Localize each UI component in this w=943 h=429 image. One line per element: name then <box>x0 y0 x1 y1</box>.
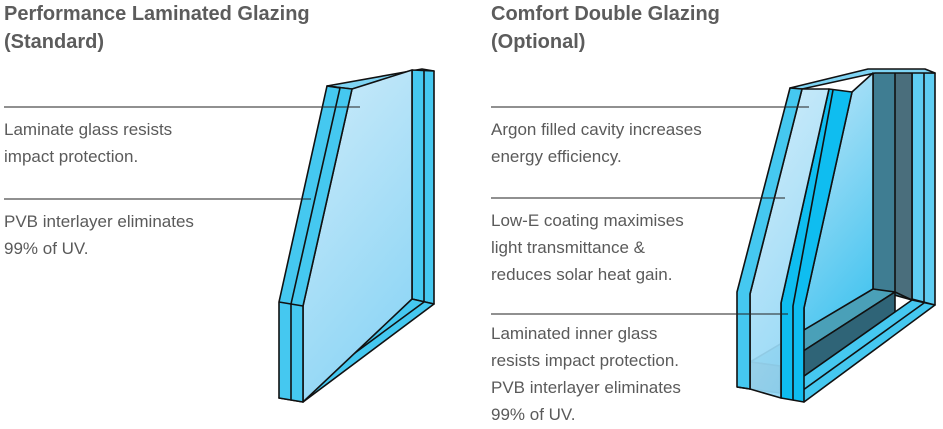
laminated-glass-icon <box>278 68 435 403</box>
note-laminated-inner: Laminated inner glass resists impact pro… <box>491 320 681 428</box>
note-line: Low-E coating maximises <box>491 211 684 230</box>
note-line: impact protection. <box>4 147 139 166</box>
leader-lines-standard <box>4 106 360 200</box>
note-laminate-glass: Laminate glass resists impact protection… <box>4 116 172 170</box>
note-low-e-coating: Low-E coating maximises light transmitta… <box>491 207 684 288</box>
note-line: Laminated inner glass <box>491 324 658 343</box>
note-line: PVB interlayer eliminates <box>4 212 194 231</box>
standard-title-line1: Performance Laminated Glazing <box>4 3 310 25</box>
note-line: resists impact protection. <box>491 351 680 370</box>
optional-title-line1: Comfort Double Glazing <box>491 3 720 25</box>
note-argon-cavity: Argon filled cavity increases energy eff… <box>491 116 702 170</box>
note-line: 99% of UV. <box>4 239 89 258</box>
note-line: 99% of UV. <box>491 405 576 424</box>
leader-lines-optional <box>491 106 809 315</box>
note-line: Argon filled cavity increases <box>491 120 702 139</box>
note-line: reduces solar heat gain. <box>491 265 673 284</box>
note-line: PVB interlayer eliminates <box>491 378 681 397</box>
note-line: energy efficiency. <box>491 147 622 166</box>
optional-title-line2: (Optional) <box>491 31 586 53</box>
standard-title: Performance Laminated Glazing (Standard) <box>4 0 310 56</box>
note-pvb-interlayer: PVB interlayer eliminates 99% of UV. <box>4 208 194 262</box>
double-glazing-icon <box>736 68 936 403</box>
standard-title-line2: (Standard) <box>4 31 104 53</box>
optional-title: Comfort Double Glazing (Optional) <box>491 0 720 56</box>
note-line: Laminate glass resists <box>4 120 173 139</box>
note-line: light transmittance & <box>491 238 646 257</box>
